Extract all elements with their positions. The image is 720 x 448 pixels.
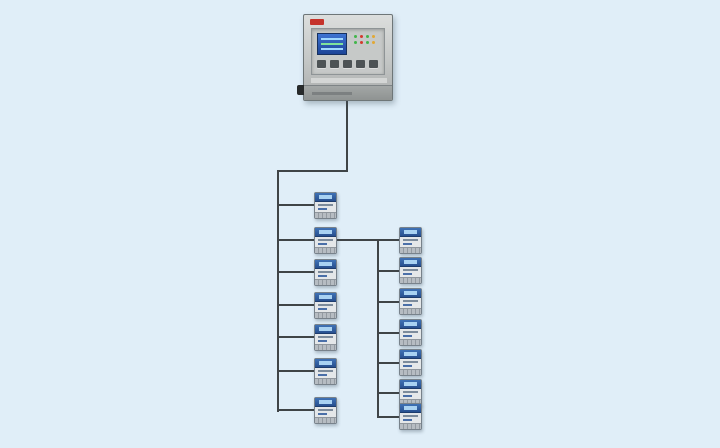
detector-terminals (315, 212, 336, 218)
detector-display (400, 320, 421, 329)
led-amber-icon (372, 35, 375, 38)
detector-label-area (400, 237, 421, 247)
detector-label-area (315, 302, 336, 312)
detector-label-area (315, 407, 336, 417)
detector-terminals (400, 369, 421, 375)
gas-detector-module (399, 403, 422, 430)
detector-display (315, 228, 336, 237)
detector-terminals (315, 344, 336, 350)
led-red-icon (360, 41, 363, 44)
led-amber-icon (372, 41, 375, 44)
controller-label-strip (311, 78, 387, 83)
detector-terminals (315, 279, 336, 285)
side-connector (297, 85, 304, 95)
wire-stub-left-7 (279, 409, 315, 411)
vent-slot (312, 92, 352, 95)
detector-display (400, 289, 421, 298)
detector-display (400, 228, 421, 237)
detector-display (315, 398, 336, 407)
detector-label-area (400, 359, 421, 369)
controller-lcd-display (317, 33, 347, 55)
detector-display (315, 293, 336, 302)
gas-detector-module (314, 192, 337, 219)
wire-stub-right-5 (379, 362, 400, 364)
detector-terminals (400, 423, 421, 429)
wire-controller-drop (346, 101, 348, 171)
wire-stub-right-4 (379, 332, 400, 334)
wire-stub-right-3 (379, 301, 400, 303)
detector-display (315, 260, 336, 269)
gas-detector-module (314, 259, 337, 286)
status-led-grid (354, 35, 382, 47)
detector-label-area (400, 389, 421, 399)
gas-detector-module (399, 257, 422, 284)
alarm-controller-unit (297, 14, 393, 101)
wire-left-bus (277, 170, 279, 412)
detector-display (400, 258, 421, 267)
detector-label-area (400, 413, 421, 423)
led-green-icon (354, 41, 357, 44)
detector-display (315, 325, 336, 334)
detector-terminals (315, 417, 336, 423)
led-green-icon (366, 35, 369, 38)
detector-display (400, 380, 421, 389)
controller-lower-housing (304, 85, 392, 100)
panel-button (369, 60, 378, 68)
gas-detector-module (314, 292, 337, 319)
gas-detector-module (314, 358, 337, 385)
detector-terminals (315, 247, 336, 253)
gas-detector-module (399, 288, 422, 315)
gas-detector-module (314, 324, 337, 351)
detector-label-area (315, 202, 336, 212)
detector-terminals (400, 247, 421, 253)
led-red-icon (360, 35, 363, 38)
detector-terminals (400, 277, 421, 283)
gas-detector-module (399, 349, 422, 376)
wire-stub-left-6 (279, 370, 315, 372)
wire-stub-left-1 (279, 204, 315, 206)
wire-top-horizontal (277, 170, 348, 172)
detector-label-area (400, 298, 421, 308)
panel-button (317, 60, 326, 68)
detector-label-area (315, 237, 336, 247)
gas-detector-module (314, 397, 337, 424)
wire-stub-right-7 (379, 416, 400, 418)
detector-terminals (400, 399, 421, 405)
detector-display (400, 404, 421, 413)
brand-logo (310, 19, 324, 25)
wire-right-bus (377, 239, 379, 418)
gas-detector-module (399, 227, 422, 254)
led-green-icon (354, 35, 357, 38)
detector-terminals (315, 312, 336, 318)
controller-front-panel (311, 28, 385, 75)
led-green-icon (366, 41, 369, 44)
detector-terminals (315, 378, 336, 384)
detector-label-area (400, 329, 421, 339)
wire-stub-left-3 (279, 271, 315, 273)
detector-label-area (315, 269, 336, 279)
gas-detector-module (399, 379, 422, 406)
controller-button-row (317, 60, 378, 68)
wire-stub-left-4 (279, 304, 315, 306)
wire-stub-right-2 (379, 270, 400, 272)
wire-cross-branch (277, 239, 400, 241)
detector-terminals (400, 308, 421, 314)
detector-display (400, 350, 421, 359)
wire-stub-right-6 (379, 392, 400, 394)
panel-button (343, 60, 352, 68)
detector-display (315, 193, 336, 202)
gas-detector-module (314, 227, 337, 254)
gas-detector-module (399, 319, 422, 346)
detector-label-area (400, 267, 421, 277)
detector-label-area (315, 334, 336, 344)
panel-button (330, 60, 339, 68)
detector-terminals (400, 339, 421, 345)
detector-display (315, 359, 336, 368)
panel-button (356, 60, 365, 68)
wire-stub-left-5 (279, 336, 315, 338)
detector-label-area (315, 368, 336, 378)
